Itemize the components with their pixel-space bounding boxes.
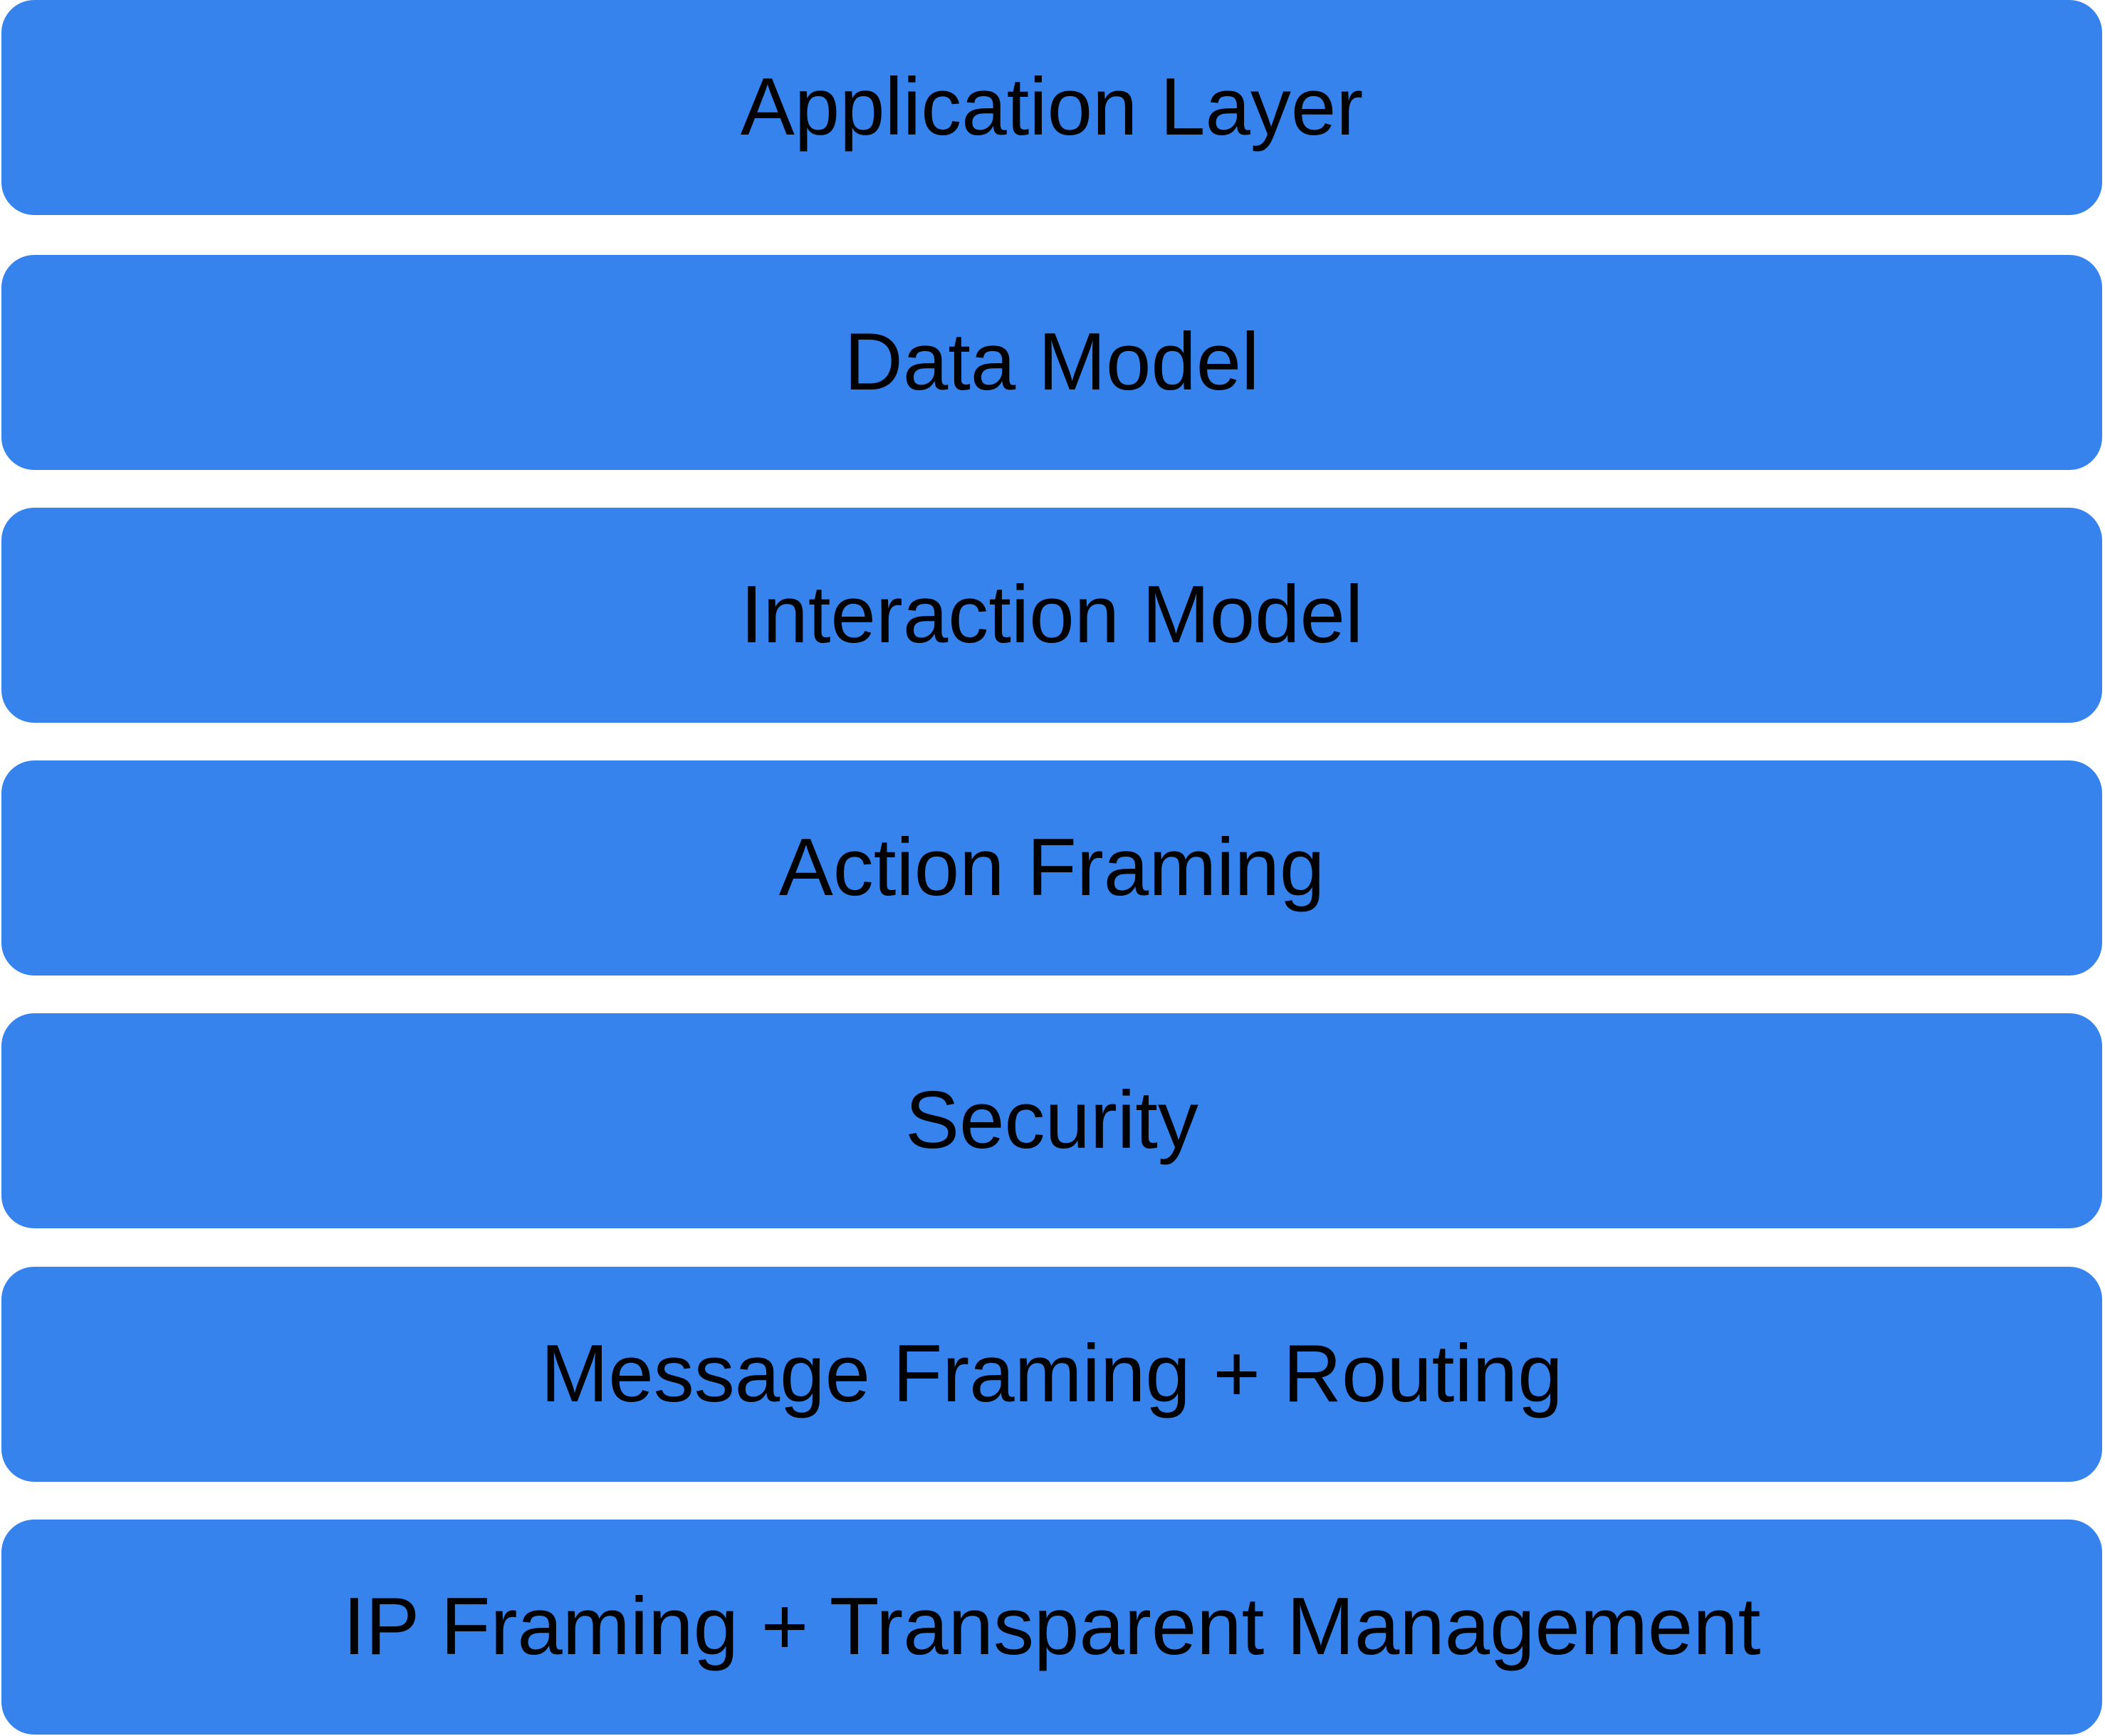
layer-label-application: Application Layer (740, 62, 1364, 152)
layer-security: Security (1, 1013, 2102, 1228)
layer-label-message-framing-routing: Message Framing + Routing (540, 1329, 1563, 1419)
layer-label-interaction-model: Interaction Model (740, 570, 1364, 660)
layer-label-action-framing: Action Framing (778, 822, 1325, 913)
layer-label-data-model: Data Model (844, 317, 1260, 407)
layer-data-model: Data Model (1, 255, 2102, 470)
layer-label-security: Security (905, 1075, 1198, 1166)
layer-application: Application Layer (1, 0, 2102, 215)
layer-interaction-model: Interaction Model (1, 508, 2102, 723)
layer-label-ip-framing-transparent-management: IP Framing + Transparent Management (343, 1581, 1761, 1672)
layer-ip-framing-transparent-management: IP Framing + Transparent Management (1, 1520, 2102, 1735)
layer-action-framing: Action Framing (1, 760, 2102, 976)
layer-message-framing-routing: Message Framing + Routing (1, 1267, 2102, 1482)
